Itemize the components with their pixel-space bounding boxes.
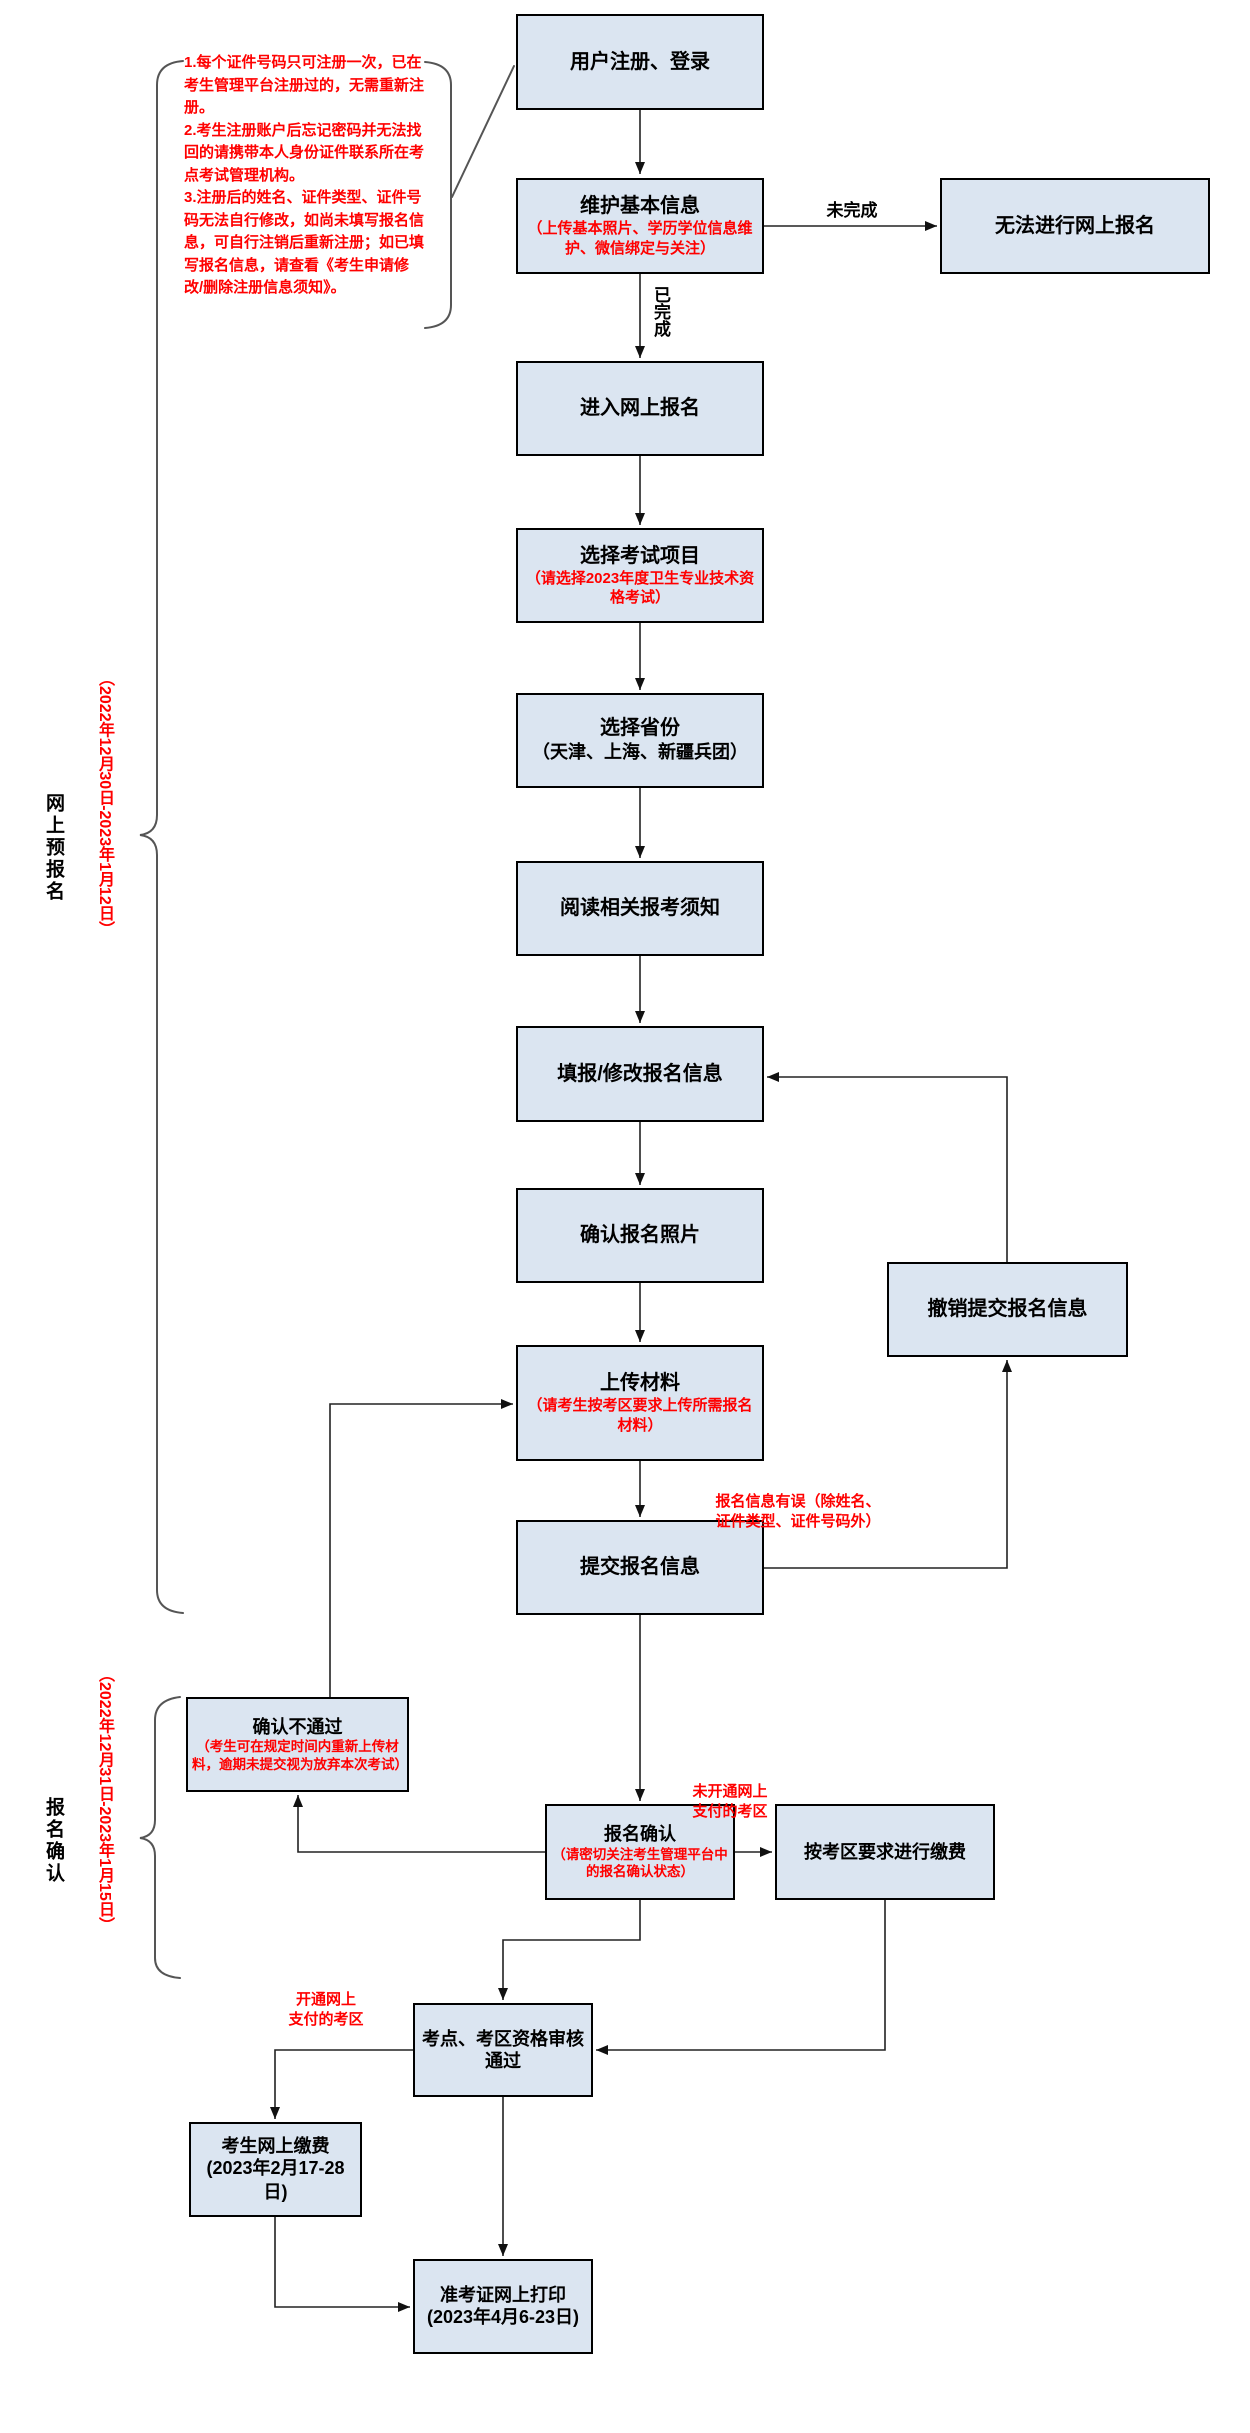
flow-box-upload-materials: 上传材料 （请考生按考区要求上传所需报名材料） [516,1345,764,1461]
box-title: 填报/修改报名信息 [557,1062,723,1085]
edge-revoke-fill [767,1072,1008,1262]
box-title: 无法进行网上报名 [995,214,1155,237]
flow-box-maintain-info: 维护基本信息 （上传基本照片、学历学位信息维护、微信绑定与关注） [516,178,764,274]
box-note: （请密切关注考生管理平台中的报名确认状态） [552,1846,728,1880]
flow-box-enter-online-apply: 进入网上报名 [516,361,764,456]
edge-label-done: 已完成 [651,286,670,337]
flow-box-revoke-submission: 撤销提交报名信息 [887,1262,1128,1357]
box-note: （请选择2023年度卫生专业技术资格考试） [525,569,755,606]
box-title: 上传材料 [600,1372,680,1395]
box-title: 选择省份 [600,717,680,740]
edge-label-online-pay: 开通网上 支付的考区 [288,1991,364,2028]
flow-box-cannot-apply: 无法进行网上报名 [940,178,1210,274]
flow-box-site-qualification-check: 考点、考区资格审核通过 [413,2003,593,2097]
box-note: （上传基本照片、学历学位信息维护、微信绑定与关注） [527,220,753,257]
flow-box-apply-confirmation: 报名确认 （请密切关注考生管理平台中的报名确认状态） [545,1804,735,1900]
flow-box-read-notice: 阅读相关报考须知 [516,861,764,956]
edge-payonline-print [274,2217,410,2312]
box-note: （请考生按考区要求上传所需报名材料） [527,1397,753,1434]
box-note: （考生可在规定时间内重新上传材料，逾期未提交视为放弃本次考试） [192,1739,408,1772]
phase-date-pre-registration: （2022年12月30日-2023年1月12日） [96,670,113,937]
box-title: 确认不通过 [252,1716,343,1737]
box-title: 准考证网上打印 [440,2284,566,2305]
edge-sitecheck-payonline [270,2049,413,2119]
box-title: 维护基本信息 [580,195,700,218]
box-subtitle: (2023年4月6-23日) [426,2307,580,2328]
flow-box-choose-exam: 选择考试项目 （请选择2023年度卫生专业技术资格考试） [516,528,764,623]
edge-label-info-error: 报名信息有误（除姓名、 证件类型、证件号码外） [715,1493,881,1530]
box-title: 阅读相关报考须知 [560,897,720,919]
phase1-brace [139,60,184,1614]
phase-date-confirmation: （2022年12月31日-2023年1月15日） [96,1666,113,1933]
phase-label-confirmation: 报名确认 [43,1797,64,1885]
flow-box-choose-province: 选择省份 （天津、上海、新疆兵团） [516,693,764,788]
flow-box-confirm-photo: 确认报名照片 [516,1188,764,1283]
annotation-callout-line [451,65,515,198]
box-title: 考点、考区资格审核通过 [422,2028,584,2072]
edge-confirm-notpass [293,1795,545,1853]
box-title: 确认报名照片 [580,1224,700,1246]
flow-box-pay-by-area: 按考区要求进行缴费 [775,1804,995,1900]
flow-box-confirm-not-pass: 确认不通过 （考生可在规定时间内重新上传材料，逾期未提交视为放弃本次考试） [186,1697,409,1792]
box-title: 进入网上报名 [580,397,700,419]
edge-label-not-done: 未完成 [826,201,878,220]
flow-box-submit-info: 提交报名信息 [516,1520,764,1615]
box-title: 选择考试项目 [580,544,700,567]
box-title: 撤销提交报名信息 [927,1298,1088,1320]
edge-submit-revoke [764,1360,1012,1569]
flow-box-pay-online: 考生网上缴费 (2023年2月17-28日) [189,2122,362,2217]
box-title: 考生网上缴费 [221,2135,330,2156]
phase2-brace [139,1696,181,1979]
edge-confirm-sitecheck [498,1900,641,2000]
phase-label-pre-registration: 网上预报名 [43,793,64,903]
box-subtitle: (2023年2月17-28日) [206,2158,345,2202]
flow-box-print-ticket: 准考证网上打印 (2023年4月6-23日) [413,2259,593,2354]
flow-box-register-login: 用户注册、登录 [516,14,764,110]
box-subtitle: （天津、上海、新疆兵团） [532,742,748,763]
box-title: 按考区要求进行缴费 [804,1841,966,1862]
annotation-bracket [424,61,452,329]
box-title: 报名确认 [604,1824,676,1845]
box-title: 提交报名信息 [580,1556,700,1578]
box-title: 用户注册、登录 [570,50,710,73]
edge-notpass-upload [329,1399,513,1697]
edge-paybyarea-sitecheck [596,1900,886,2055]
edge-label-no-online-pay: 未开通网上 支付的考区 [692,1783,768,1820]
flow-box-fill-info: 填报/修改报名信息 [516,1026,764,1122]
registration-notes: 1.每个证件号码只可注册一次，已在考生管理平台注册过的，无需重新注册。 2.考生… [184,54,425,296]
